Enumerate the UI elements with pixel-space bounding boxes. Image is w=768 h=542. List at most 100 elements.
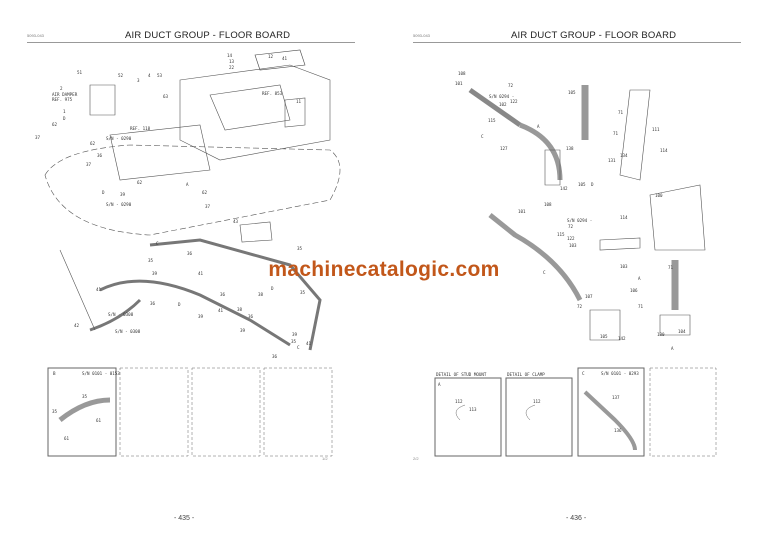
empty-detail-box	[119, 367, 189, 457]
callout-label: 105	[568, 90, 576, 95]
sheet-number: 1/2	[322, 456, 328, 461]
callout-label: 108	[544, 202, 552, 207]
detail-box-c	[577, 367, 645, 457]
callout-label: 142	[560, 186, 568, 191]
callout-label: C	[543, 270, 546, 275]
callout-label: D	[102, 190, 105, 195]
callout-label: 71	[618, 110, 624, 115]
callout-label: 111	[652, 127, 660, 132]
page-number: - 435 -	[174, 515, 195, 522]
callout-label: 52	[118, 73, 124, 78]
detail-box-b	[47, 367, 117, 457]
callout-label: 103	[569, 243, 577, 248]
callout-label: 39	[198, 314, 204, 319]
callout-label: 113	[469, 407, 477, 412]
callout-label: 61	[96, 418, 102, 423]
callout-label: 115	[488, 118, 496, 123]
callout-label: 42	[74, 323, 80, 328]
callout-label: 62	[202, 190, 208, 195]
callout-label: 41	[198, 271, 204, 276]
callout-label: 127	[500, 146, 508, 151]
callout-label: 39	[240, 328, 246, 333]
callout-label: S/N - 0308	[108, 312, 134, 317]
callout-label: 43	[233, 219, 239, 224]
callout-label: D	[63, 116, 66, 121]
callout-label: 35	[300, 290, 306, 295]
callout-label: C	[481, 134, 484, 139]
page-code: 5093-043	[413, 33, 430, 38]
detail-clamp	[505, 377, 573, 457]
empty-detail-box	[649, 367, 717, 457]
callout-label: 11	[296, 99, 302, 104]
callout-label: 22	[229, 65, 235, 70]
callout-label: 38	[258, 292, 264, 297]
callout-label: 72	[568, 224, 574, 229]
callout-label: 4	[148, 73, 151, 78]
callout-label: 108	[458, 71, 466, 76]
callout-label: S/N - 0308	[115, 329, 141, 334]
callout-label: 105	[578, 182, 586, 187]
detail-marker: C	[582, 371, 585, 376]
callout-label: 61	[64, 436, 70, 441]
page-title: AIR DUCT GROUP - FLOOR BOARD	[511, 30, 677, 41]
callout-label: 3	[137, 78, 140, 83]
callout-label: A	[638, 276, 641, 281]
page-number: - 436 -	[566, 515, 587, 522]
detail-marker: B	[53, 371, 56, 376]
callout-label: 71	[613, 131, 619, 136]
callout-label: 36	[150, 301, 156, 306]
callout-label: 12	[268, 54, 274, 59]
callout-label: 101	[518, 209, 526, 214]
callout-label: S/N 0294 -	[489, 94, 514, 99]
callout-label: 106	[630, 288, 638, 293]
callout-label: 122	[510, 99, 518, 104]
callout-label: REF. 118	[130, 126, 151, 131]
callout-label: 36	[272, 354, 278, 359]
watermark: machinecatalogic.com	[268, 258, 500, 281]
callout-label: 37	[35, 135, 41, 140]
left-exploded-view	[44, 49, 341, 351]
callout-label: 2	[60, 86, 63, 91]
callout-label: 107	[585, 294, 593, 299]
callout-label: 134	[620, 153, 628, 158]
callout-label: 38	[237, 307, 243, 312]
callout-label: 112	[533, 399, 541, 404]
callout-label: 115	[557, 232, 565, 237]
callout-label: 1	[63, 109, 66, 114]
callout-label: REF. 853	[262, 91, 283, 96]
callout-label: 41	[218, 308, 224, 313]
callout-label: S/N 0294 -	[567, 218, 592, 223]
callout-label: 37	[86, 162, 92, 167]
callout-label: 112	[455, 399, 463, 404]
callout-label: 35	[297, 246, 303, 251]
callout-label: S/N - 0290	[106, 202, 132, 207]
callout-label: D	[271, 286, 274, 291]
right-page: 5093-043 AIR DUCT GROUP - FLOOR BOARD 2/…	[384, 0, 768, 542]
callout-label: 104	[678, 329, 686, 334]
callout-label: 102	[499, 102, 507, 107]
header-rule	[413, 42, 741, 43]
page-code: 5093-043	[27, 33, 44, 38]
detail-marker: A	[438, 382, 441, 387]
empty-detail-box	[191, 367, 261, 457]
callout-label: 62	[52, 122, 58, 127]
callout-label: 63	[163, 94, 169, 99]
callout-label: 114	[620, 215, 628, 220]
callout-label: 105	[600, 334, 608, 339]
callout-label: 71	[638, 304, 644, 309]
callout-label: 53	[157, 73, 163, 78]
callout-label: 101	[455, 81, 463, 86]
left-page: 5093-043 AIR DUCT GROUP - FLOOR BOARD 1/…	[27, 30, 355, 522]
callout-label: 131	[608, 158, 616, 163]
callout-label: C	[156, 241, 159, 246]
callout-label: 142	[618, 336, 626, 341]
callout-label: 41	[306, 341, 312, 346]
callout-label: 35	[82, 394, 88, 399]
callout-label: A	[671, 346, 674, 351]
detail-serial: S/N 0101 - 0293	[601, 371, 639, 376]
right-exploded-view	[468, 85, 706, 341]
callout-label: 72	[577, 304, 583, 309]
callout-label: 137	[612, 395, 620, 400]
callout-label: S/N - 0290	[106, 136, 132, 141]
callout-label: D	[178, 302, 181, 307]
